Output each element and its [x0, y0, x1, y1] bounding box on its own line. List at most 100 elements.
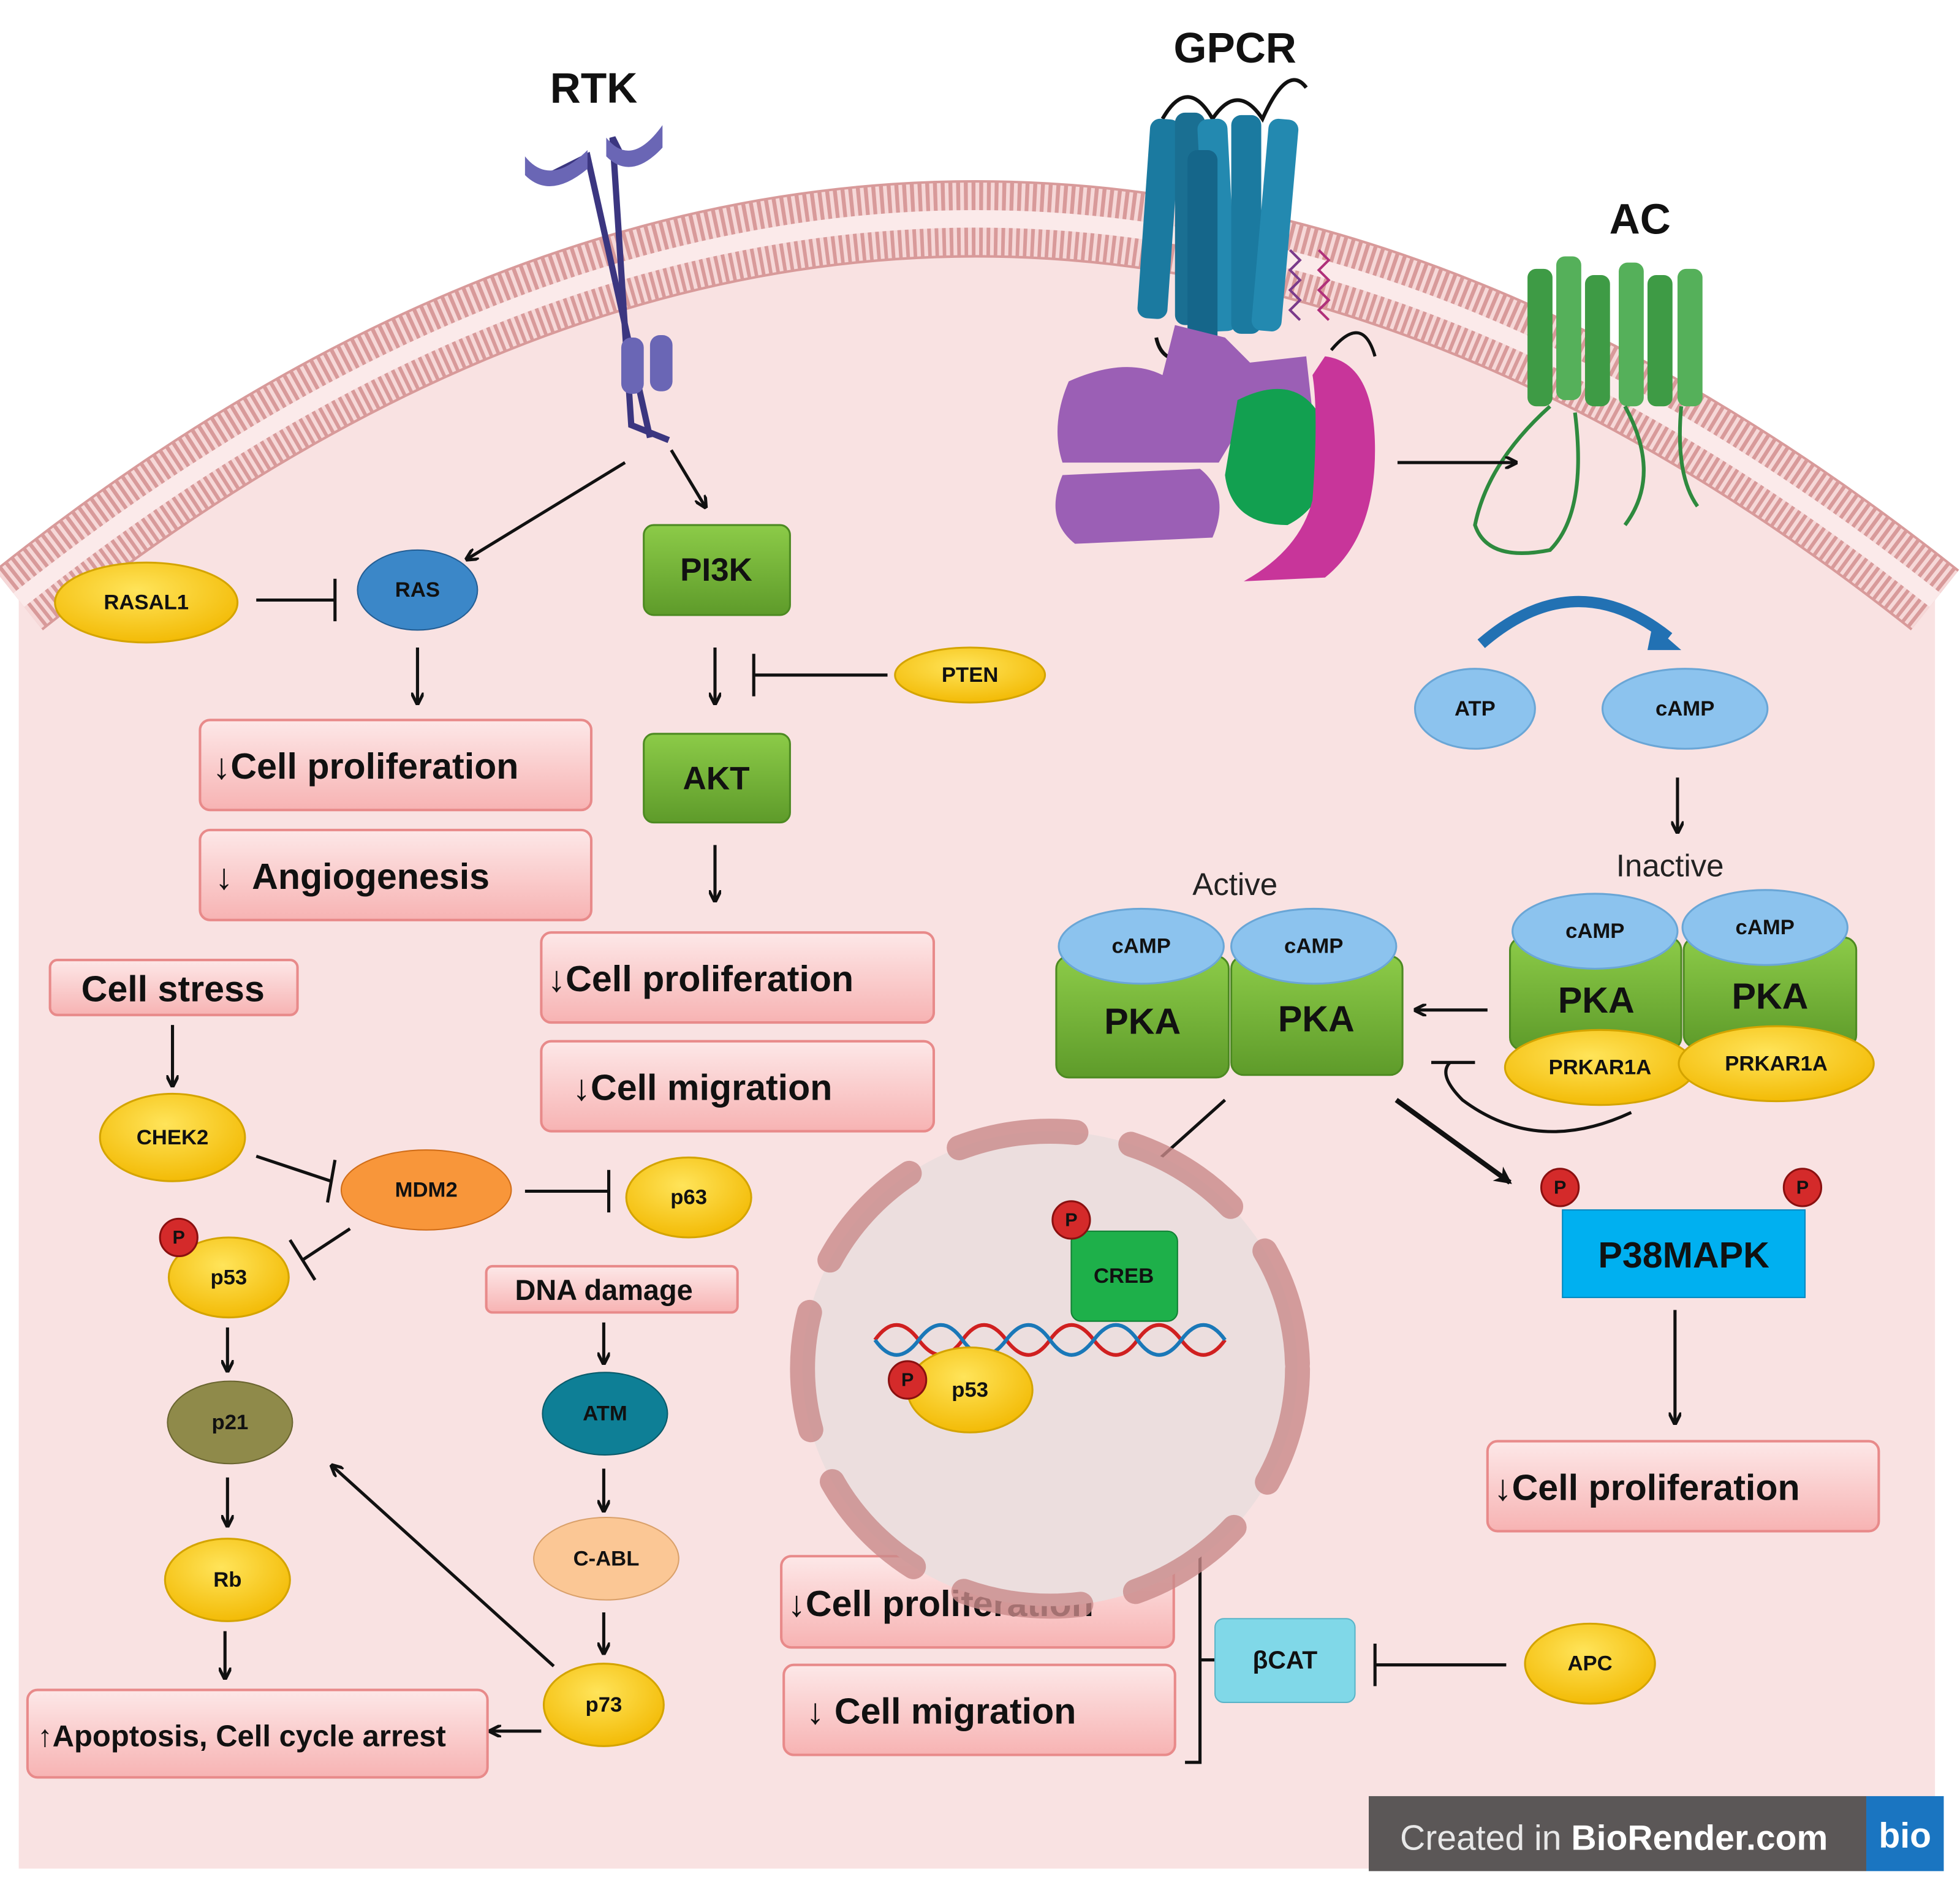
rtk-receptor-icon [524, 125, 673, 444]
camp-node [1512, 893, 1679, 970]
camp-label: cAMP [1284, 935, 1343, 958]
prkar1a-node [1678, 1025, 1875, 1103]
active-label: Active [1192, 867, 1277, 902]
atp-node [1413, 668, 1536, 750]
akt-label: AKT [683, 761, 750, 797]
p38mapk-label: P38MAPK [1598, 1234, 1769, 1275]
cabl-label: C-ABL [573, 1547, 640, 1570]
biorender-logo: bio [1879, 1816, 1931, 1856]
akt-cell-migration-box [540, 1040, 936, 1133]
apoptosis-label: ↑Apoptosis, Cell cycle arrest [37, 1720, 446, 1753]
phosphate-icon [159, 1217, 199, 1258]
dna-damage-box [485, 1264, 739, 1314]
p63-label: p63 [670, 1186, 707, 1209]
pi3k-label: PI3K [680, 552, 752, 588]
atm-node [542, 1372, 668, 1456]
akt-node [643, 733, 791, 824]
creb-node [1070, 1230, 1178, 1322]
apc-label: APC [1567, 1652, 1612, 1675]
phosphate-label: P [173, 1227, 185, 1248]
akt-cell-migration-label: ↓Cell migration [572, 1067, 832, 1108]
p73-node [542, 1663, 665, 1747]
pka-label: PKA [1558, 980, 1635, 1021]
camp-node [1230, 907, 1398, 985]
apc-node [1524, 1622, 1656, 1705]
prkar1a-label: PRKAR1A [1725, 1052, 1828, 1075]
pi3k-node [643, 524, 791, 616]
phosphate-icon [1540, 1168, 1580, 1207]
rasal1-node [54, 561, 239, 644]
bcat-node [1214, 1618, 1356, 1703]
p38-cell-proliferation-label: ↓Cell proliferation [1494, 1467, 1800, 1508]
pka-label: PKA [1731, 976, 1808, 1017]
rtk-label: RTK [550, 64, 638, 112]
prkar1a-label: PRKAR1A [1549, 1056, 1652, 1079]
phosphate-icon [888, 1360, 928, 1400]
akt-cell-proliferation-box [540, 931, 936, 1024]
p73-label: p73 [586, 1693, 622, 1717]
cell-stress-label: Cell stress [81, 968, 265, 1009]
camp-label: cAMP [1655, 697, 1714, 720]
camp-node [1681, 889, 1848, 966]
phosphate-icon [1782, 1168, 1823, 1207]
pathway-arrows [173, 449, 1681, 1764]
phosphate-icon [1051, 1200, 1091, 1240]
pten-node [894, 646, 1046, 704]
p21-node [167, 1380, 293, 1465]
adenylyl-cyclase-icon [1473, 256, 1703, 556]
camp-label: cAMP [1565, 920, 1624, 943]
watermark-brand: BioRender.com [1571, 1819, 1828, 1858]
cytoplasm [18, 219, 1935, 1869]
bcat-label: βCAT [1252, 1646, 1317, 1674]
bcat-cell-migration-box [782, 1663, 1176, 1756]
cell-stress-box [48, 959, 299, 1016]
phosphate-label: P [1065, 1209, 1077, 1230]
bcat-cell-migration-label: ↓ Cell migration [806, 1691, 1076, 1732]
ras-cell-proliferation-label: ↓Cell proliferation [213, 746, 519, 787]
p53-label: p53 [210, 1266, 247, 1289]
pten-label: PTEN [942, 663, 998, 687]
rb-node [164, 1538, 291, 1622]
camp-node [1601, 668, 1769, 750]
dna-damage-label: DNA damage [515, 1274, 693, 1306]
gpcr-label: GPCR [1174, 24, 1296, 72]
angiogenesis-label: ↓ Angiogenesis [215, 856, 490, 897]
angiogenesis-box [199, 828, 593, 921]
dna-helix-icon [873, 1323, 1227, 1357]
inactive-label: Inactive [1616, 848, 1724, 883]
watermark-prefix: Created in [1400, 1819, 1571, 1858]
rb-label: Rb [213, 1568, 241, 1592]
pka-label: PKA [1104, 1001, 1181, 1042]
phosphate-label: P [1554, 1177, 1566, 1198]
biorender-watermark: Created in BioRender.com bio [1368, 1796, 1944, 1872]
apoptosis-box [26, 1688, 489, 1779]
pka-label: PKA [1278, 998, 1355, 1039]
p63-node [625, 1156, 752, 1239]
p53-node [167, 1236, 290, 1319]
phosphate-label: P [1796, 1177, 1809, 1198]
camp-label: cAMP [1736, 916, 1795, 939]
phosphate-label: P [901, 1370, 914, 1391]
nuclear-envelope [790, 1119, 1311, 1619]
ras-cell-proliferation-box [199, 719, 593, 812]
p21-label: p21 [212, 1411, 249, 1434]
atm-label: ATM [583, 1402, 627, 1426]
mdm2-node [340, 1149, 512, 1231]
p38-cell-proliferation-box [1486, 1440, 1880, 1533]
cabl-node [533, 1516, 679, 1601]
chek2-node [99, 1092, 246, 1182]
rasal1-label: RASAL1 [104, 591, 189, 614]
akt-cell-proliferation-label: ↓Cell proliferation [548, 958, 854, 999]
p38mapk-node [1562, 1209, 1806, 1298]
atp-label: ATP [1455, 697, 1496, 720]
mdm2-label: MDM2 [395, 1178, 458, 1201]
svg-text:Created in BioRender.com: Created in BioRender.com [1400, 1819, 1828, 1858]
creb-label: CREB [1094, 1264, 1154, 1288]
gpcr-receptor-icon [1055, 78, 1377, 581]
ras-node [357, 549, 479, 631]
chek2-label: CHEK2 [137, 1126, 209, 1149]
ac-label: AC [1610, 195, 1671, 243]
nuclear-p53-label: p53 [952, 1378, 988, 1402]
camp-node [1058, 907, 1225, 985]
